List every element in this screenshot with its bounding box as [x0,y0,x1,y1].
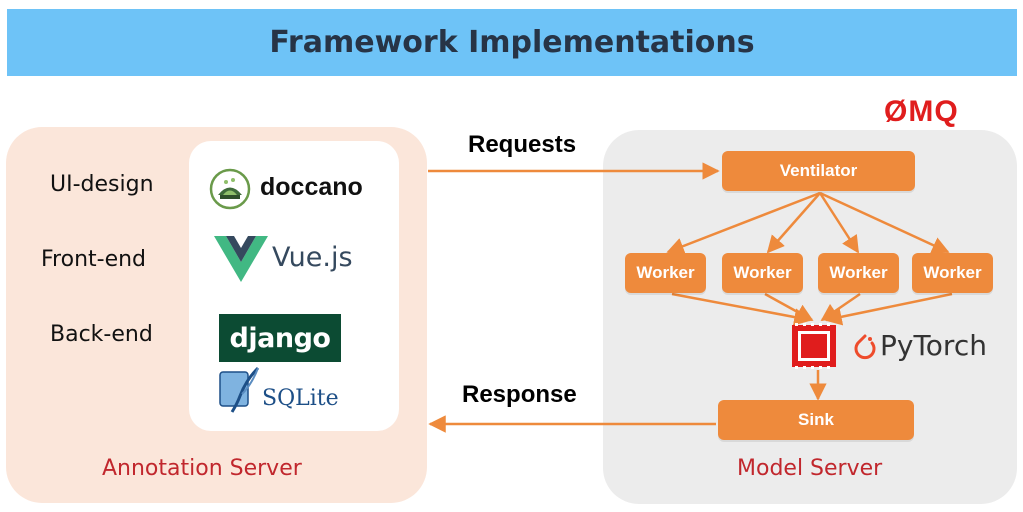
worker2-to-sink-arrow [764,292,814,322]
title-banner: Framework Implementations [7,9,1017,76]
vent-to-worker1-arrow [666,191,821,255]
worker-node-1: Worker [625,253,706,293]
vent-to-worker3-arrow [818,192,860,254]
row-label-front-end: Front-end [41,247,147,272]
zmq-logo: ØMQ [884,95,959,128]
doccano-label: doccano [260,173,363,201]
ventilator-node: Ventilator [722,151,915,191]
worker1-to-sink-arrow [671,292,812,326]
django-logo: django [219,314,341,362]
requests-label: Requests [468,131,577,158]
worker4-to-sink-arrow [824,292,953,326]
annotation-server-caption: Annotation Server [102,456,302,481]
worker-node-4: Worker [912,253,993,293]
django-label: django [229,322,331,354]
sink-node: Sink [718,400,914,440]
pytorch-flame-icon [854,334,876,360]
vent-to-worker4-arrow [819,191,950,254]
response-label: Response [462,381,577,408]
model-server-caption: Model Server [737,456,883,481]
page-title: Framework Implementations [269,25,755,60]
row-label-ui-design: UI-design [50,172,154,197]
row-label-back-end: Back-end [50,322,153,347]
worker-node-2: Worker [722,253,803,293]
pytorch-label: PyTorch [880,329,987,362]
sqlite-feather-icon [219,366,260,413]
vue-label: Vue.js [272,242,353,273]
vent-to-worker2-arrow [766,192,821,254]
worker-node-3: Worker [818,253,899,293]
vue-logo-icon [214,236,268,282]
zmq-chip-icon [792,323,836,369]
sqlite-label: SQLite [262,386,339,411]
doccano-logo-icon [209,168,251,210]
